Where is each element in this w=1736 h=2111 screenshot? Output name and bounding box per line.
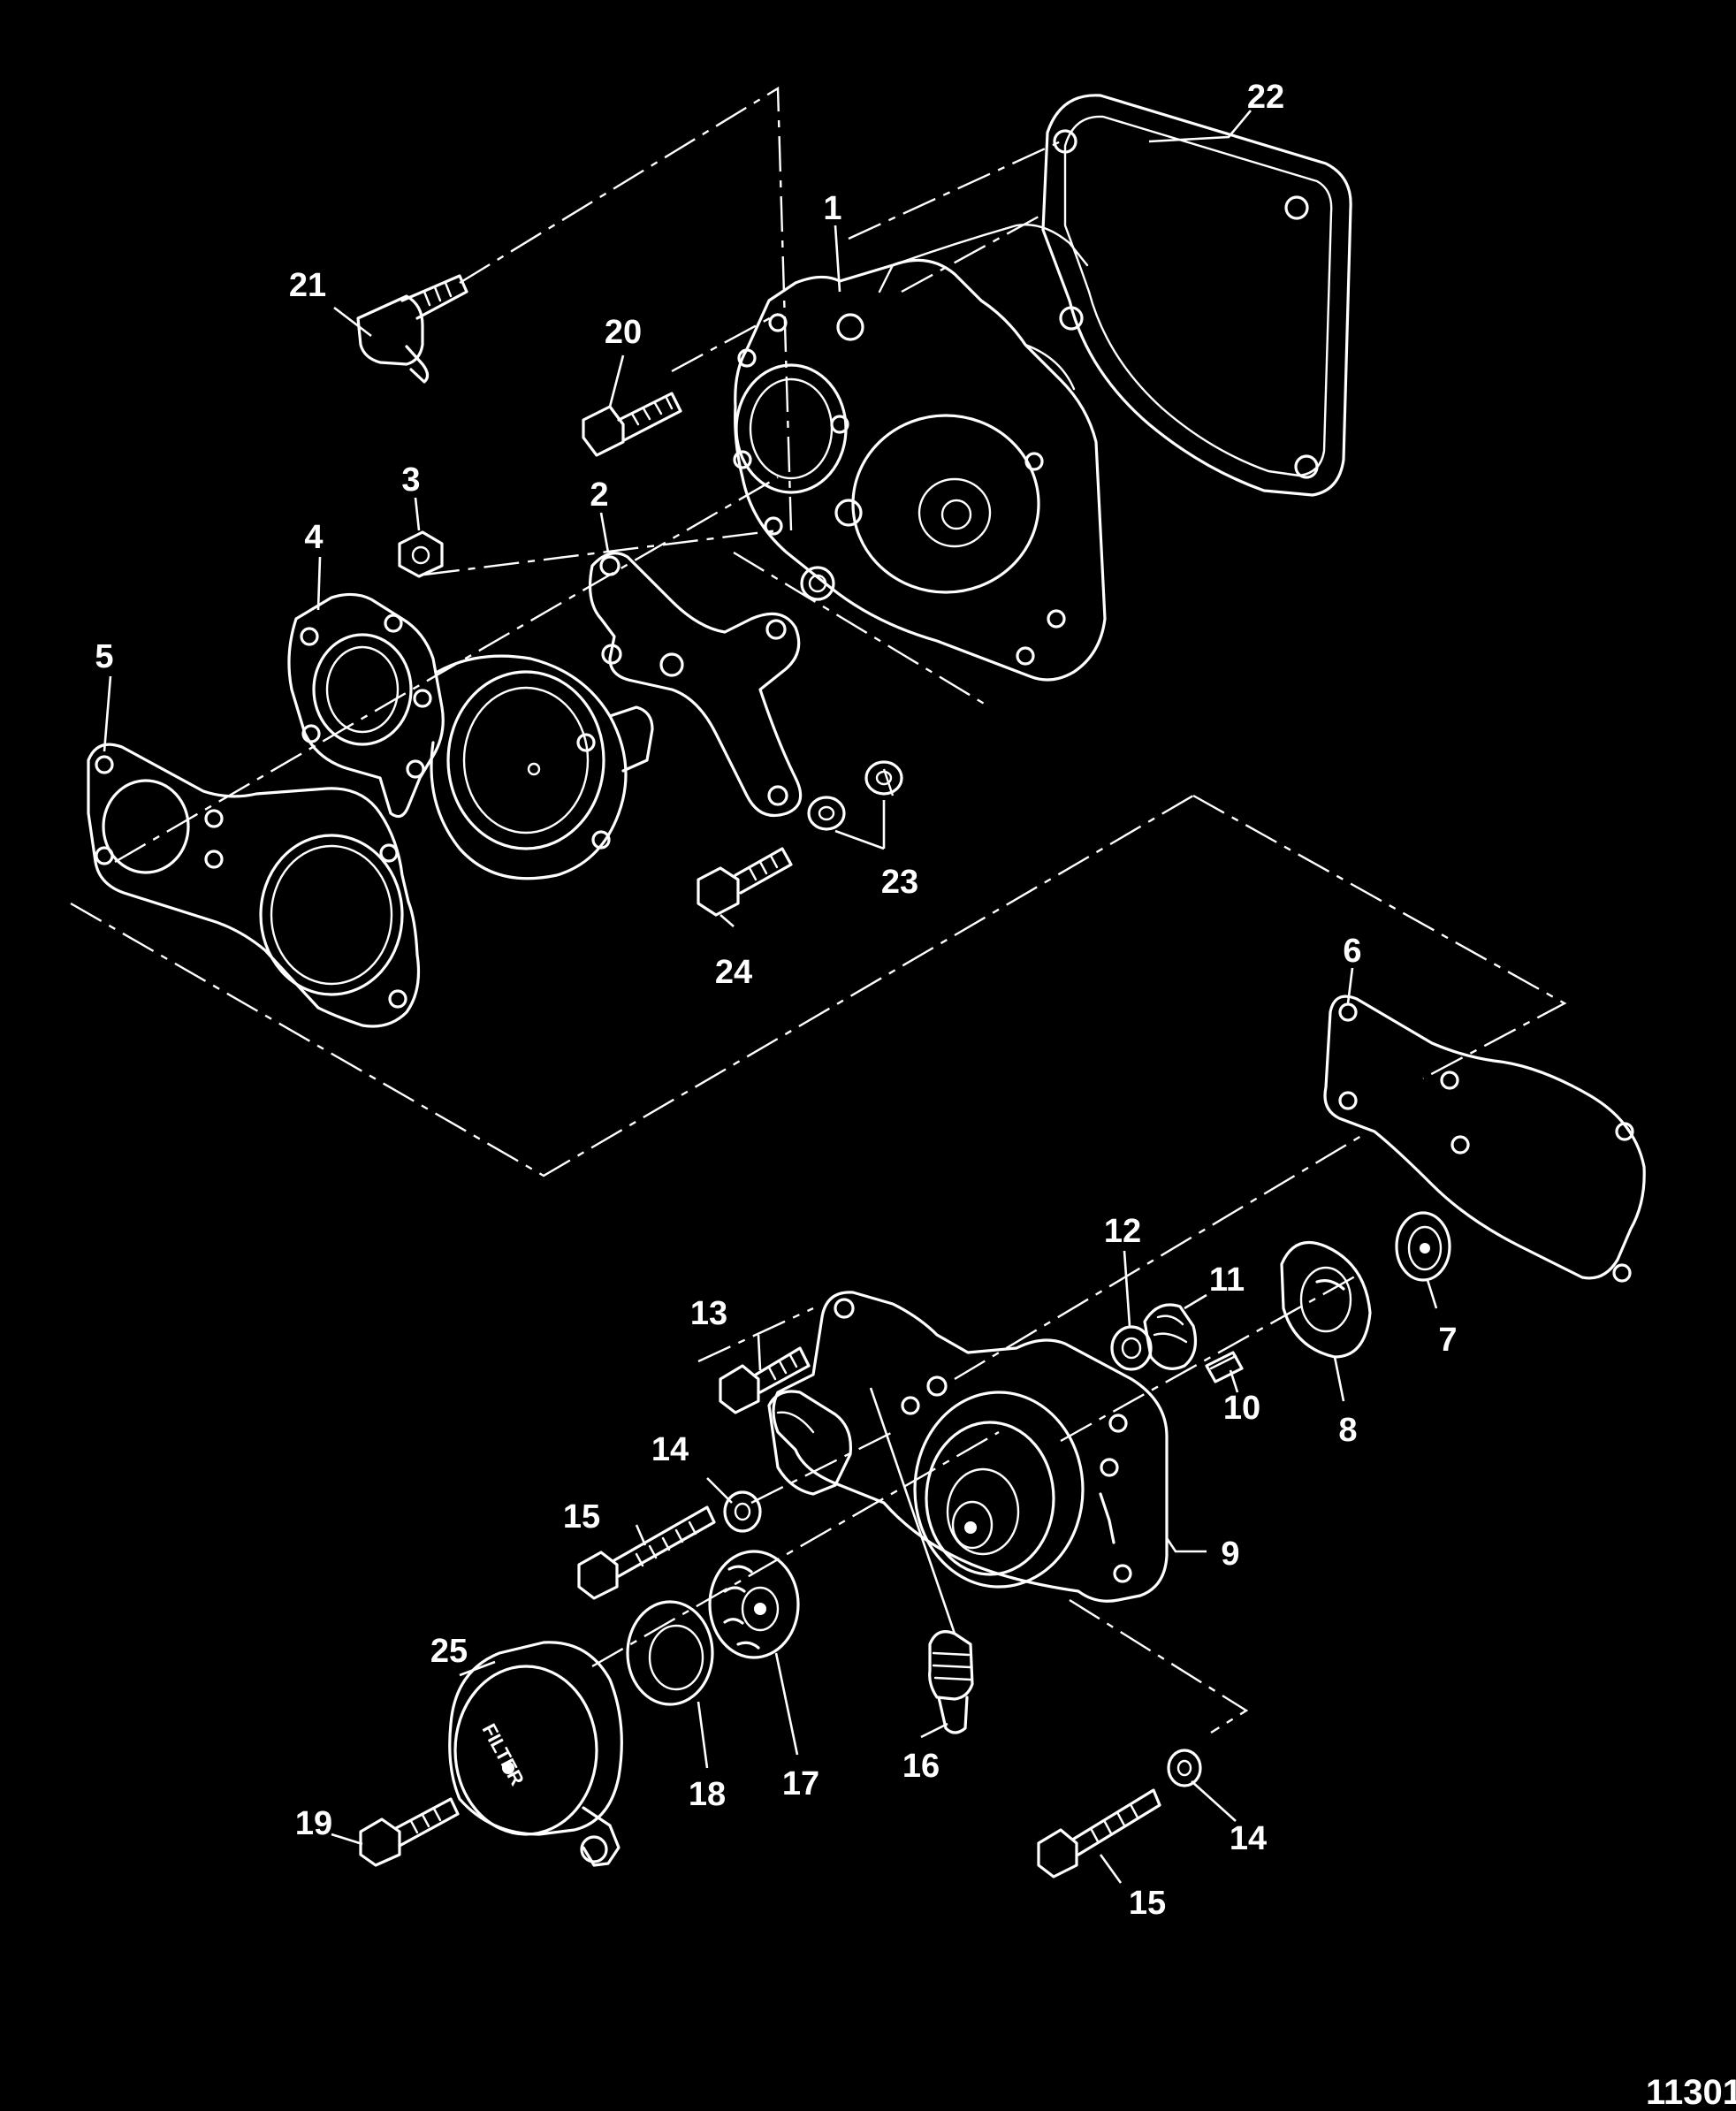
part-8-valve xyxy=(1280,1240,1372,1359)
callout-22: 22 xyxy=(1247,79,1284,116)
phantom-line-main-axis-a xyxy=(114,476,779,864)
part-15-screw-lower xyxy=(1037,1788,1161,1879)
part-16-axis-line xyxy=(869,1387,956,1635)
part-17-valve-disc xyxy=(708,1550,800,1659)
callout-6: 6 xyxy=(1343,933,1361,970)
callout-15-lower: 15 xyxy=(1129,1885,1166,1922)
callout-25: 25 xyxy=(430,1633,468,1670)
part-9-pump-body xyxy=(767,1291,1169,1603)
callout-23: 23 xyxy=(881,864,918,901)
part-5-gasket xyxy=(87,743,421,1028)
callout-9: 9 xyxy=(1221,1536,1239,1573)
part-7-valve-seat xyxy=(1395,1211,1451,1282)
phantom-line-bolt-15-lower xyxy=(1069,1598,1249,1734)
phantom-line-screw-13 xyxy=(697,1307,814,1363)
phantom-line-upper-frame xyxy=(459,86,793,531)
callout-12: 12 xyxy=(1104,1213,1141,1250)
callout-19: 19 xyxy=(295,1805,332,1842)
callout-5: 5 xyxy=(95,638,113,675)
part-22-gasket xyxy=(1041,94,1352,497)
part-13-screw xyxy=(719,1346,811,1414)
part-25-filter-cap: FILTER xyxy=(448,1641,623,1867)
part-16-fitting xyxy=(869,1387,974,1734)
callout-8: 8 xyxy=(1338,1412,1357,1449)
part-1-pump-housing xyxy=(733,224,1107,682)
part-10-screw xyxy=(1205,1351,1244,1383)
callout-20: 20 xyxy=(605,314,642,351)
phantom-line-gasket-6-frame xyxy=(1192,794,1567,1080)
part-11-fitting xyxy=(1143,1303,1197,1370)
phantom-line-housing-gasket-mid xyxy=(901,215,1039,293)
phantom-line-housing-gasket-top xyxy=(848,140,1062,240)
filter-stamp-text: FILTER xyxy=(478,1720,529,1789)
part-15-screw-upper xyxy=(577,1505,716,1600)
leader-lines xyxy=(103,110,1438,1884)
callout-2: 2 xyxy=(590,476,608,514)
part-19-screw xyxy=(359,1797,460,1867)
callout-10: 10 xyxy=(1223,1390,1260,1427)
callout-7: 7 xyxy=(1438,1322,1457,1359)
part-4-cover xyxy=(287,592,654,880)
part-2-bracket xyxy=(588,552,803,818)
part-6-gasket xyxy=(1323,995,1646,1283)
callout-15-upper: 15 xyxy=(563,1498,600,1536)
part-21-fitting xyxy=(356,274,468,384)
callout-13: 13 xyxy=(690,1295,727,1332)
phantom-line-pump-axis-b xyxy=(1060,1271,1362,1443)
part-23-washers xyxy=(807,760,903,831)
part-20-screw xyxy=(582,392,682,457)
phantom-line-pump-axis-a xyxy=(954,1134,1362,1381)
callout-24: 24 xyxy=(715,954,752,991)
callout-21: 21 xyxy=(289,267,326,304)
callout-3: 3 xyxy=(401,461,420,499)
figure-number: 11301 xyxy=(1646,2073,1736,2111)
part-3-nut xyxy=(398,530,444,578)
phantom-line-lower-right xyxy=(733,551,991,709)
callout-14-upper: 14 xyxy=(651,1431,689,1468)
callout-17: 17 xyxy=(782,1765,819,1802)
callout-16: 16 xyxy=(902,1748,940,1785)
callout-1: 1 xyxy=(823,190,841,227)
callout-18: 18 xyxy=(689,1776,726,1813)
phantom-line-bolt-20 xyxy=(671,312,779,373)
part-24-screw xyxy=(697,847,793,917)
part-14-washer-upper xyxy=(723,1490,762,1533)
callout-numbers: 1 2 3 4 5 6 7 8 9 10 11 12 13 14 14 15 1… xyxy=(95,79,1457,1922)
phantom-line-lower-parallelogram xyxy=(70,794,1194,1177)
callout-11: 11 xyxy=(1209,1261,1245,1299)
part-18-gasket-ring xyxy=(626,1600,714,1706)
part-14-washer-lower xyxy=(1167,1749,1202,1787)
callout-14-lower: 14 xyxy=(1230,1820,1267,1857)
callout-4: 4 xyxy=(304,519,323,556)
part-12-washer xyxy=(1110,1325,1153,1371)
assembly-phantom-lines xyxy=(70,86,1567,1734)
phantom-line-washer-14 xyxy=(750,1430,894,1505)
